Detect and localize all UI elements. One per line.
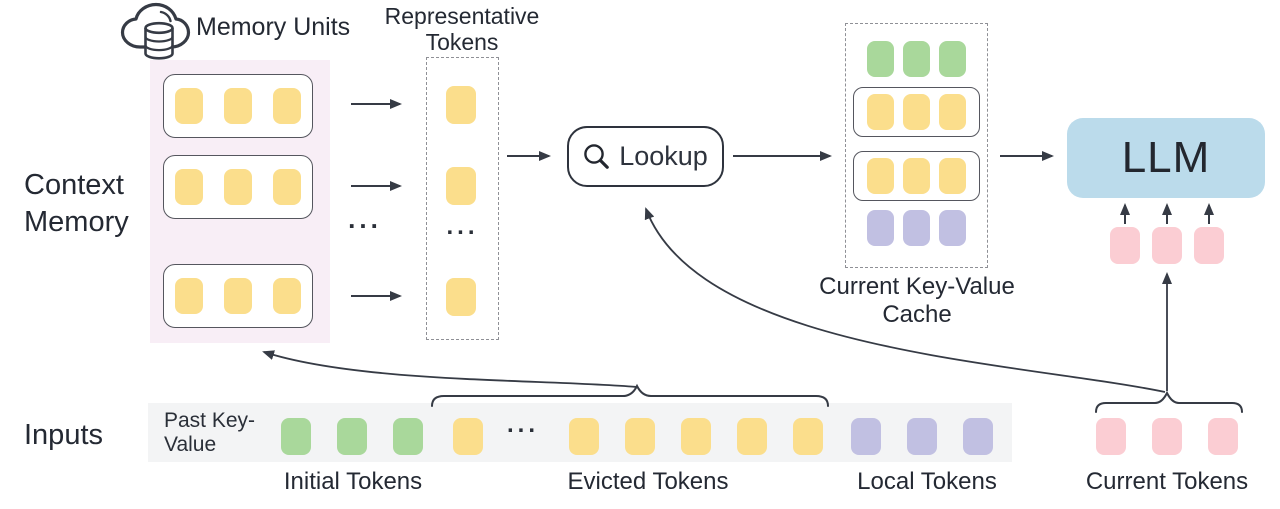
yellow-token: [569, 418, 599, 455]
representative-tokens-label: Representative Tokens: [384, 3, 540, 55]
yellow-token: [903, 94, 930, 130]
current-tokens-brace: [1095, 390, 1243, 413]
yellow-token: [273, 278, 301, 314]
yellow-token: [903, 158, 930, 194]
representative-ellipsis: ...: [446, 213, 479, 240]
purple-token: [851, 418, 881, 455]
context-memory-panel: ...: [150, 60, 330, 343]
yellow-token: [939, 158, 966, 194]
pink-token: [1096, 418, 1126, 455]
lookup-button: Lookup: [567, 126, 724, 187]
inputs-label: Inputs: [24, 419, 103, 451]
yellow-token: [625, 418, 655, 455]
yellow-token: [224, 169, 252, 205]
pink-token: [1110, 227, 1140, 264]
yellow-token: [793, 418, 823, 455]
inputs-ellipsis: ...: [506, 411, 539, 438]
green-token: [903, 41, 930, 77]
pink-token: [1152, 418, 1182, 455]
evicted-tokens-group: [569, 418, 823, 455]
green-token: [867, 41, 894, 77]
context-memory-label: Context Memory: [24, 169, 129, 238]
local-tokens-label: Local Tokens: [857, 468, 997, 495]
llm-input-tokens: [1110, 227, 1224, 264]
purple-token: [903, 210, 930, 246]
representative-tokens-box: ...: [426, 57, 499, 340]
cache-row-memory-unit: [853, 87, 980, 137]
representative-token-slot: [446, 167, 476, 210]
memory-unit-box: [163, 74, 313, 138]
yellow-token: [224, 278, 252, 314]
current-kv-cache-label: Current Key-Value Cache: [819, 273, 1015, 328]
past-key-value-label: Past Key-Value: [164, 409, 256, 456]
inputs-panel: Past Key-Value ...: [148, 403, 1012, 462]
yellow-token: [453, 418, 483, 455]
yellow-token: [737, 418, 767, 455]
evicted-tokens-head: [453, 418, 483, 455]
yellow-token: [681, 418, 711, 455]
yellow-token: [175, 278, 203, 314]
representative-token-slot: [446, 278, 476, 321]
memory-cloud-icon: [120, 2, 191, 60]
magnifier-icon: [584, 144, 610, 169]
purple-token: [963, 418, 993, 455]
yellow-token: [273, 88, 301, 124]
green-token: [939, 41, 966, 77]
pink-token: [1208, 418, 1238, 455]
cache-row-initial: [846, 41, 987, 77]
purple-token: [867, 210, 894, 246]
local-tokens-group: [851, 418, 993, 455]
llm-box: LLM: [1067, 118, 1265, 198]
cache-row-memory-unit: [853, 151, 980, 201]
yellow-token: [446, 86, 476, 124]
yellow-token: [446, 167, 476, 205]
yellow-token: [446, 278, 476, 316]
pink-token: [1194, 227, 1224, 264]
yellow-token: [939, 94, 966, 130]
purple-token: [907, 418, 937, 455]
purple-token: [939, 210, 966, 246]
memory-unit-box: [163, 155, 313, 219]
evicted-to-memory-arrow: [262, 350, 638, 388]
green-token: [393, 418, 423, 455]
memory-unit-box: [163, 264, 313, 328]
green-token: [337, 418, 367, 455]
lookup-label: Lookup: [619, 141, 708, 171]
yellow-token: [867, 94, 894, 130]
cache-row-local: [846, 210, 987, 246]
arrow-column-ellipsis: ...: [348, 204, 382, 234]
evicted-tokens-label: Evicted Tokens: [567, 468, 729, 495]
current-tokens-group: [1096, 418, 1238, 455]
yellow-token: [224, 88, 252, 124]
yellow-token: [867, 158, 894, 194]
yellow-token: [175, 88, 203, 124]
initial-tokens-group: [281, 418, 423, 455]
yellow-token: [175, 169, 203, 205]
green-token: [281, 418, 311, 455]
memory-units-label: Memory Units: [196, 13, 351, 41]
current-kv-cache-box: [845, 23, 988, 268]
current-tokens-label: Current Tokens: [1085, 468, 1249, 495]
llm-label: LLM: [1121, 133, 1211, 182]
yellow-token: [273, 169, 301, 205]
pink-token: [1152, 227, 1182, 264]
initial-tokens-label: Initial Tokens: [283, 468, 423, 495]
representative-token-slot: [446, 86, 476, 129]
